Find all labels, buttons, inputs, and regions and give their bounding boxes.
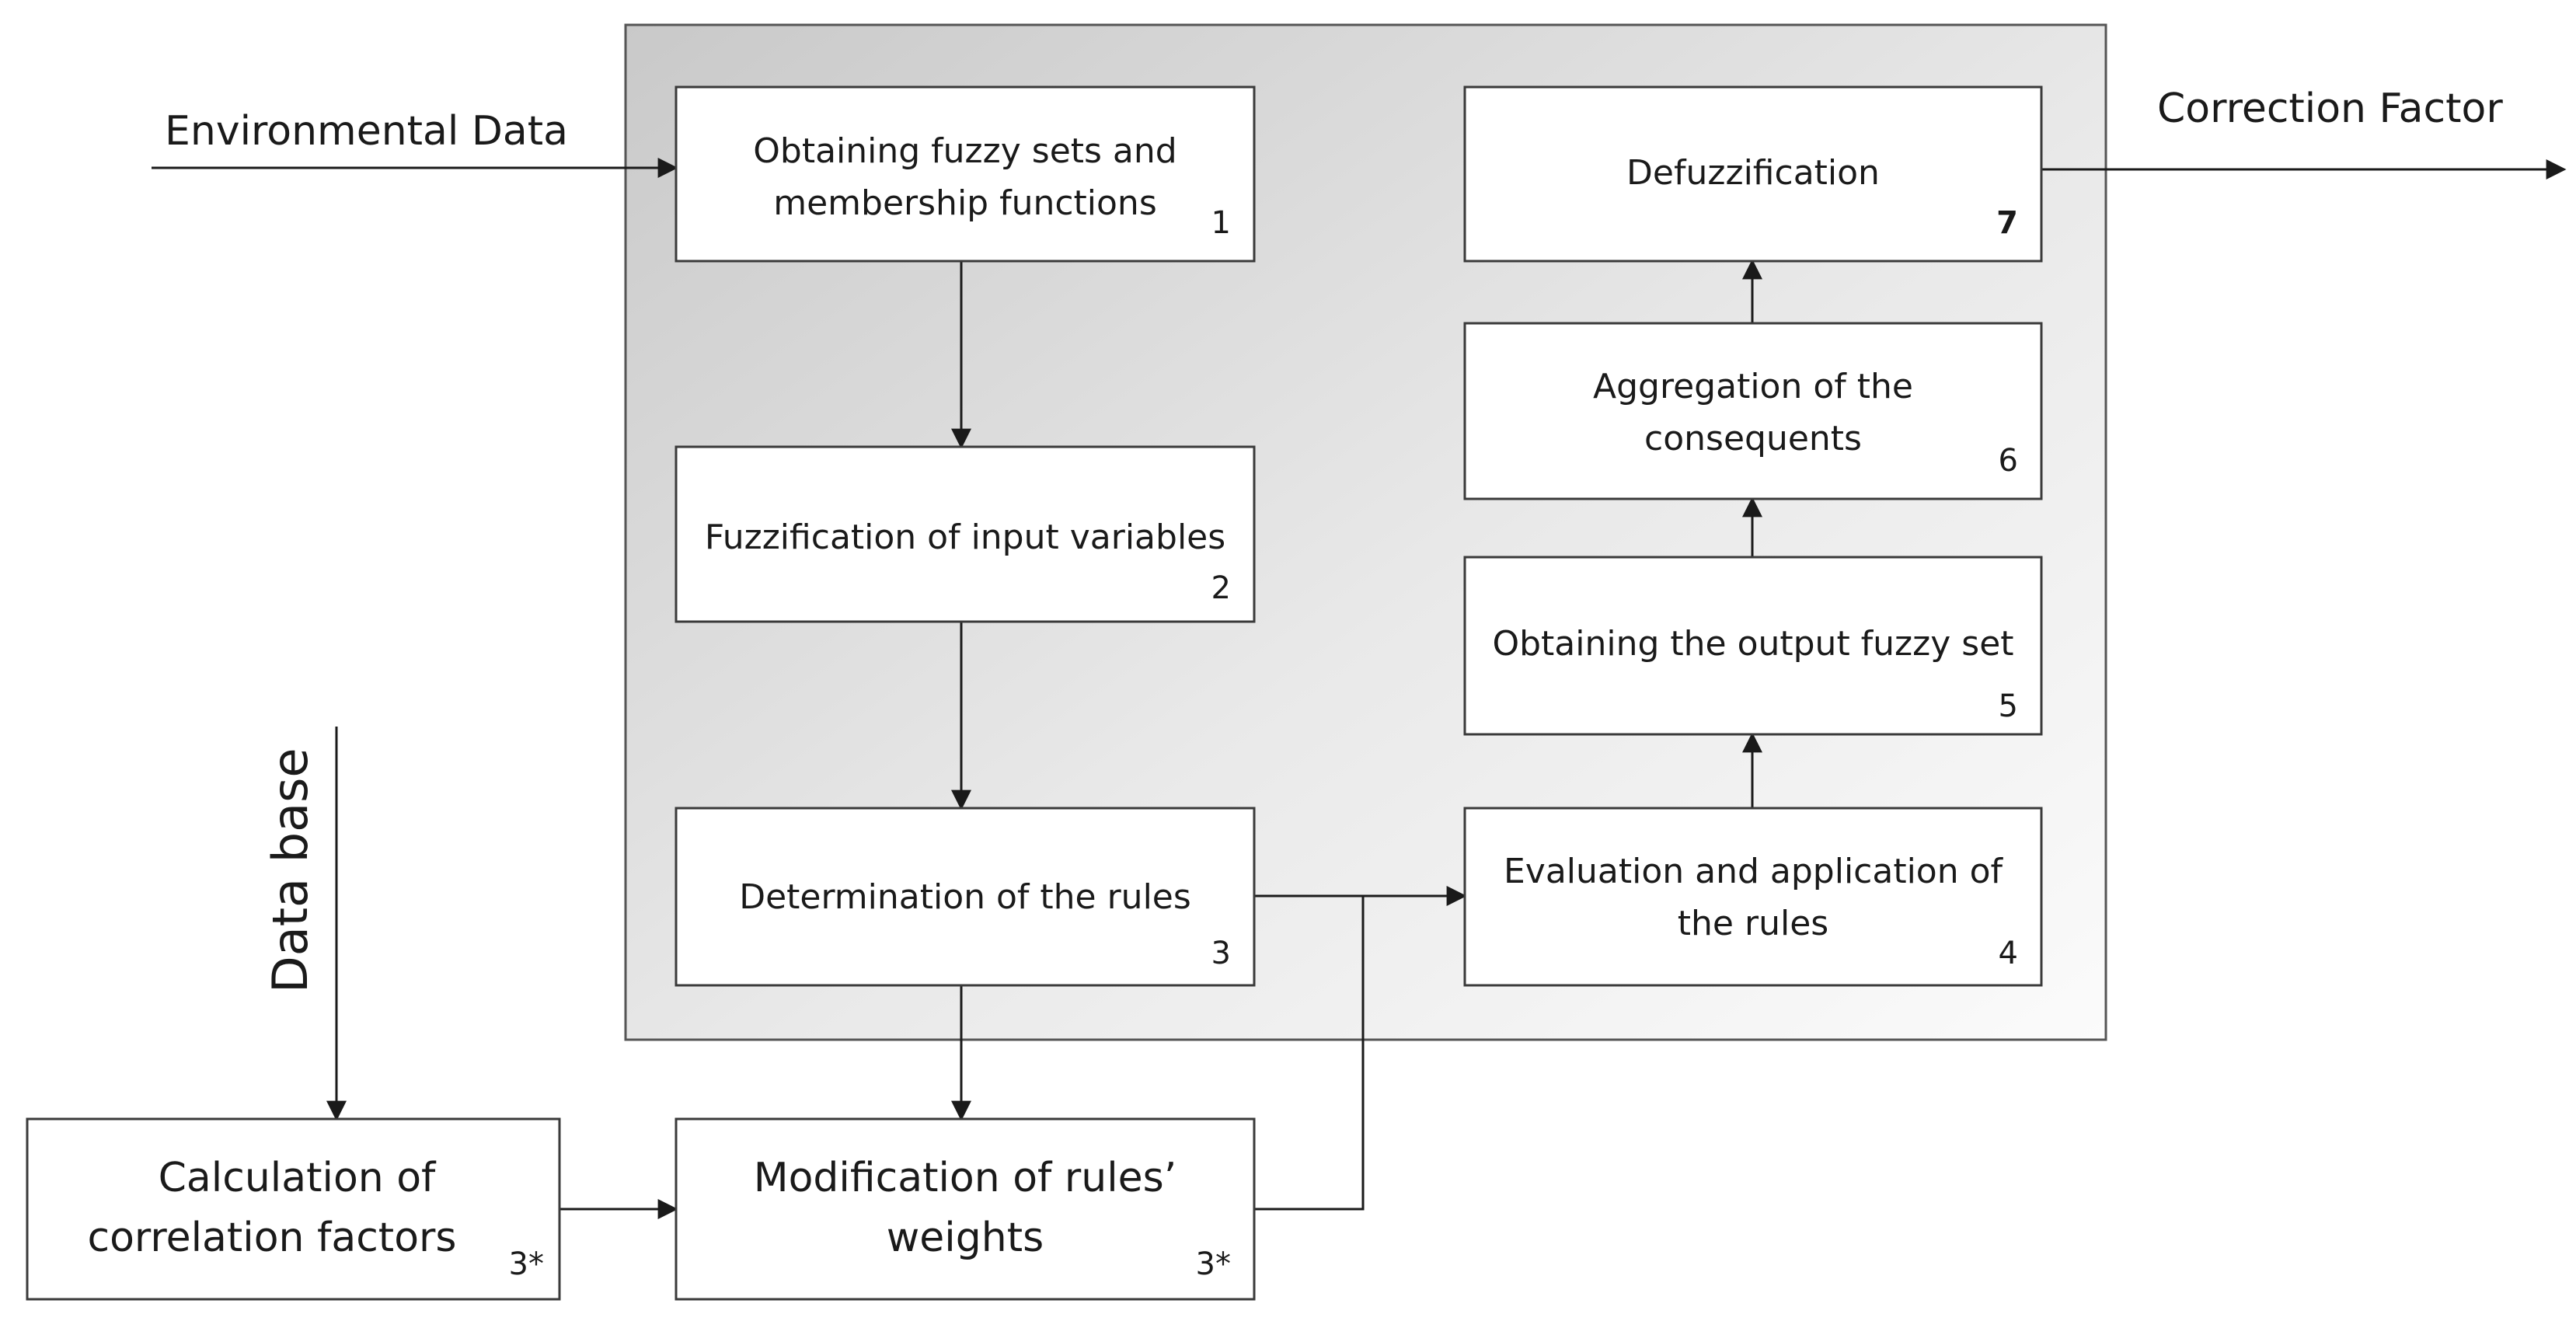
step-4-box: Evaluation and application of the rules … <box>1463 807 2043 987</box>
modification-number: 3* <box>1196 1246 1231 1282</box>
step-5-number: 5 <box>1999 688 2018 724</box>
modification-line-1: Modification of rules’ <box>754 1155 1177 1201</box>
step-5-line-1: Obtaining the output fuzzy set <box>1492 624 2013 664</box>
step-6-box: Aggregation of the consequents 6 <box>1463 322 2043 500</box>
modification-line-2: weights <box>887 1215 1044 1261</box>
step-6-number: 6 <box>1999 443 2018 479</box>
step-3-number: 3 <box>1211 936 1231 971</box>
step-2-box: Fuzzification of input variables 2 <box>675 445 1256 623</box>
calculation-box: Calculation of correlation factors 3* <box>26 1117 561 1301</box>
step-1-line-1: Obtaining fuzzy sets and <box>753 131 1176 171</box>
step-1-number: 1 <box>1211 205 1231 241</box>
step-2-line-1: Fuzzification of input variables <box>705 518 1225 557</box>
line-modification-to-evaluation <box>1254 896 1365 1211</box>
step-2-number: 2 <box>1211 570 1231 606</box>
step-1-line-2: membership functions <box>773 183 1157 223</box>
step-6-line-1: Aggregation of the <box>1593 367 1913 406</box>
connectors <box>152 158 2567 1219</box>
step-3-box: Determination of the rules 3 <box>675 807 1256 987</box>
step-4-number: 4 <box>1999 936 2018 971</box>
step-4-line-1: Evaluation and application of <box>1504 852 2004 891</box>
step-7-number: 7 <box>1996 205 2018 241</box>
step-1-box: Obtaining fuzzy sets and membership func… <box>675 85 1256 263</box>
step-7-line-1: Defuzzification <box>1626 153 1880 193</box>
step-5-box: Obtaining the output fuzzy set 5 <box>1463 556 2043 736</box>
step-7-box: Defuzzification 7 <box>1463 85 2043 263</box>
calculation-number: 3* <box>509 1246 544 1282</box>
data-base-label: Data base <box>262 748 319 993</box>
modification-box: Modification of rules’ weights 3* <box>675 1117 1256 1301</box>
calculation-line-1: Calculation of <box>159 1155 437 1201</box>
calculation-line-2: correlation factors <box>88 1215 457 1261</box>
correction-factor-label: Correction Factor <box>2157 85 2503 132</box>
environmental-data-label: Environmental Data <box>165 108 568 155</box>
step-6-line-2: consequents <box>1644 419 1862 458</box>
step-3-line-1: Determination of the rules <box>739 877 1191 917</box>
step-4-line-2: the rules <box>1678 904 1828 943</box>
